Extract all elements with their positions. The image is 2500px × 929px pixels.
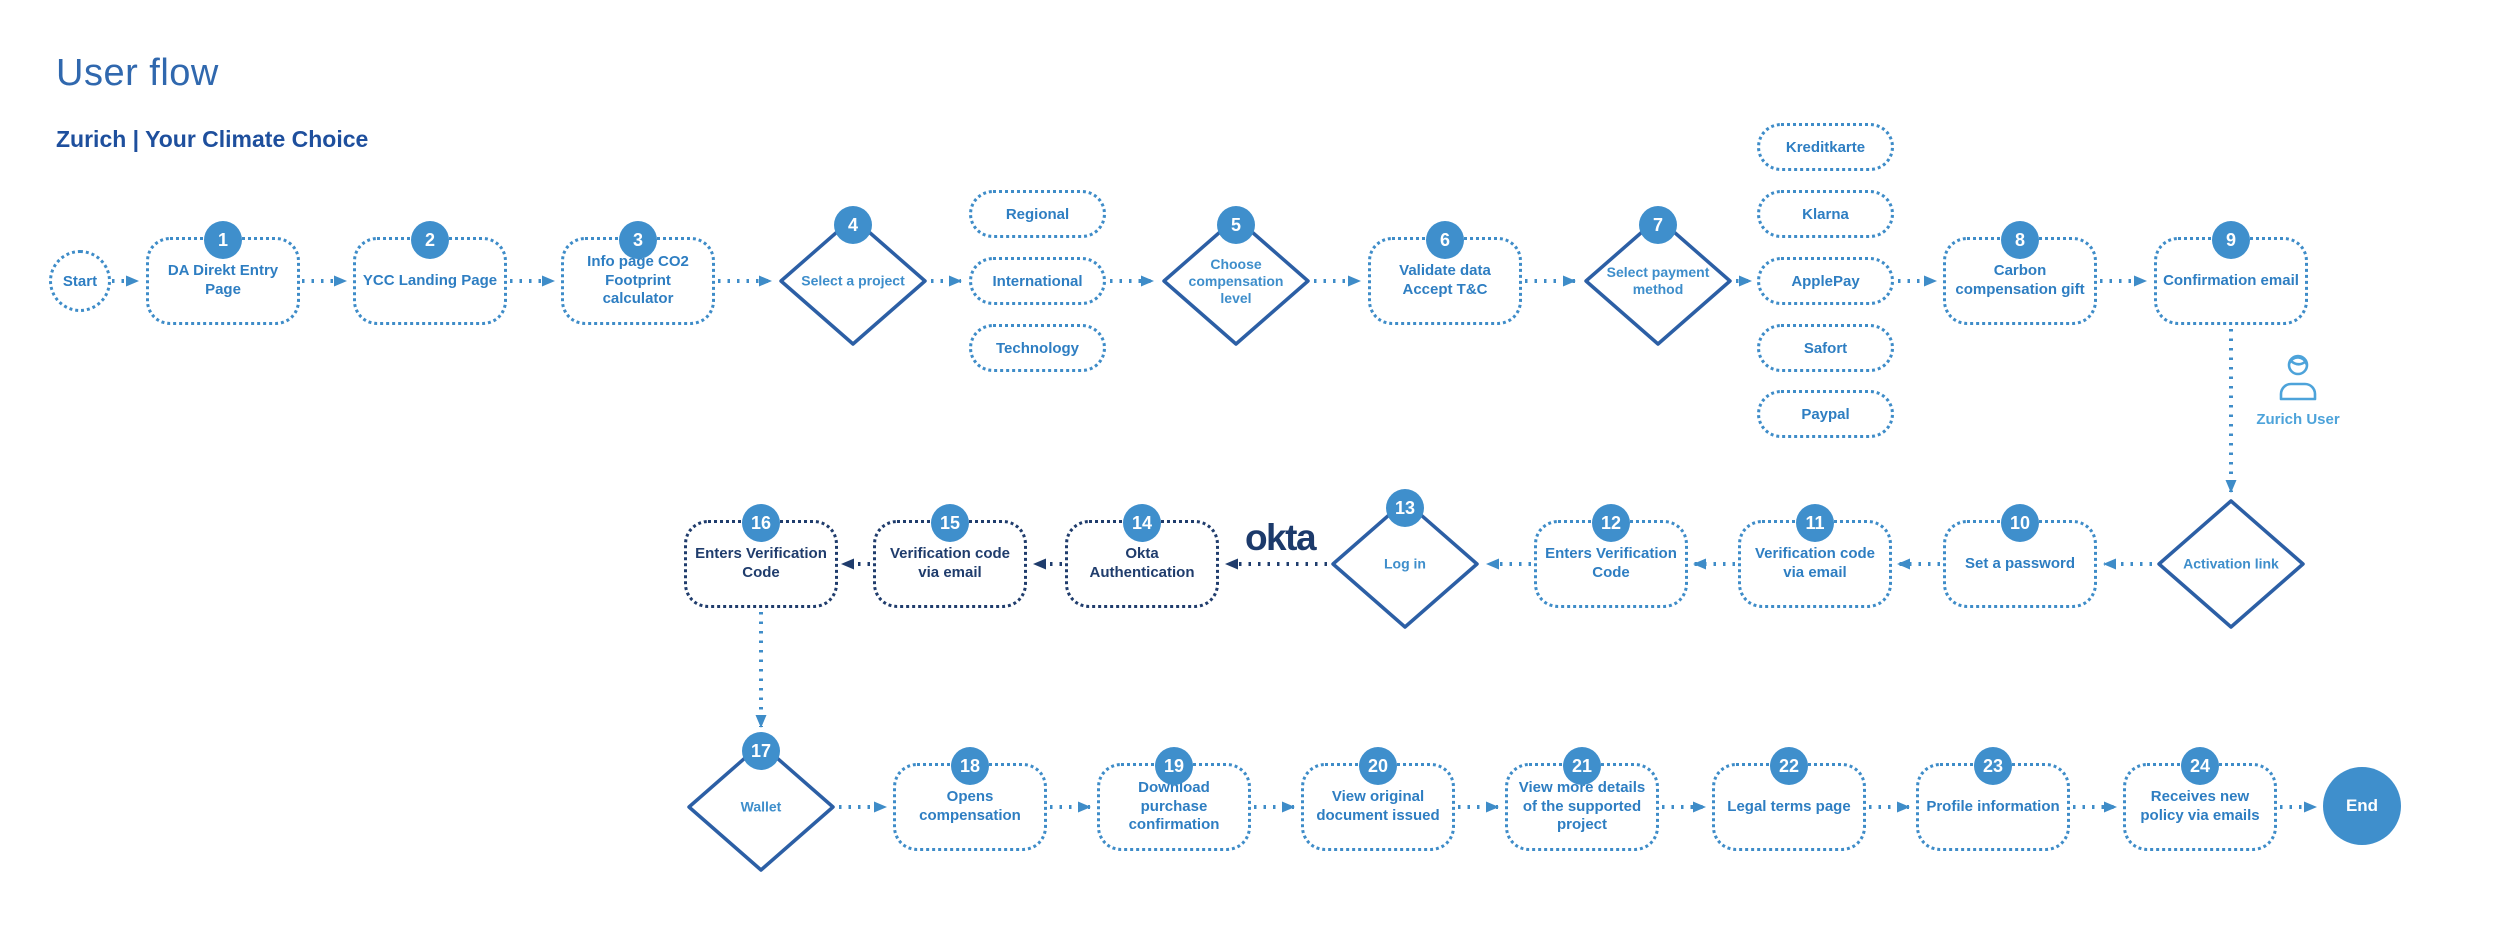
step-22-node: 22 Legal terms page [1712, 747, 1866, 851]
decision-13-label: Log in [1384, 555, 1426, 572]
step-14-node: 14 Okta Authentication [1065, 504, 1219, 608]
end-node: End [2323, 767, 2401, 845]
step-20-label: View original document issued [1316, 788, 1440, 824]
decision-5-badge: 5 [1217, 206, 1255, 244]
step-9-node: 9 Confirmation email [2154, 221, 2308, 325]
step-10-badge: 10 [2001, 504, 2039, 542]
decision-5-node: 5 Choose compensation level [1161, 206, 1311, 347]
step-3-label: Info page CO2 Footprint calculator [587, 252, 689, 308]
step-15-badge: 15 [931, 504, 969, 542]
step-14-label: Okta Authentication [1089, 545, 1195, 581]
zurich-user-label: Zurich User [2256, 411, 2340, 428]
step-1-node: 1 DA Direkt Entry Page [146, 221, 300, 325]
step-10-label: Set a password [1964, 554, 2076, 572]
step-9-label: Confirmation email [2163, 271, 2299, 289]
decision-7-badge: 7 [1639, 206, 1677, 244]
step-16-badge: 16 [742, 504, 780, 542]
payment-option-safort: Safort [1757, 324, 1894, 372]
step-12-node: 12 Enters Verification Code [1534, 504, 1688, 608]
step-12-badge: 12 [1592, 504, 1630, 542]
step-16-node: 16 Enters Verification Code [684, 504, 838, 608]
project-option-international: International [969, 257, 1106, 305]
step-18-badge: 18 [951, 747, 989, 785]
step-19-label: Download purchase confirmation [1128, 778, 1220, 834]
light-blue-connectors [112, 275, 2317, 813]
activation-link-label: Activation link [2183, 555, 2279, 572]
step-18-label: Opens compensation [919, 788, 1021, 824]
start-label: Start [62, 272, 98, 290]
step-2-node: 2 YCC Landing Page [353, 221, 507, 325]
payment-option-klarna: Klarna [1757, 190, 1894, 238]
step-11-badge: 11 [1796, 504, 1834, 542]
decision-13-node: 13 Log in [1330, 489, 1480, 630]
start-node: Start [49, 250, 111, 312]
step-3-node: 3 Info page CO2 Footprint calculator [561, 221, 715, 325]
step-3-badge: 3 [619, 221, 657, 259]
step-22-badge: 22 [1770, 747, 1808, 785]
step-21-label: View more details of the supported proje… [1518, 778, 1646, 834]
step-18-node: 18 Opens compensation [893, 747, 1047, 851]
decision-4-label: Select a project [801, 272, 905, 289]
step-15-label: Verification code via email [889, 545, 1011, 581]
step-12-label: Enters Verification Code [1545, 545, 1677, 581]
step-6-badge: 6 [1426, 221, 1464, 259]
step-15-node: 15 Verification code via email [873, 504, 1027, 608]
step-23-badge: 23 [1974, 747, 2012, 785]
step-23-label: Profile information [1926, 797, 2060, 815]
step-8-label: Carbon compensation gift [1955, 262, 2085, 298]
step-8-node: 8 Carbon compensation gift [1943, 221, 2097, 325]
step-21-badge: 21 [1563, 747, 1601, 785]
project-option-regional: Regional [969, 190, 1106, 238]
step-14-badge: 14 [1123, 504, 1161, 542]
step-6-label: Validate data Accept T&C [1399, 262, 1491, 298]
step-24-label: Receives new policy via emails [2140, 788, 2260, 824]
payment-option-paypal: Paypal [1757, 390, 1894, 438]
payment-option-kreditkarte: Kreditkarte [1757, 123, 1894, 171]
payment-option-applepay: ApplePay [1757, 257, 1894, 305]
step-6-node: 6 Validate data Accept T&C [1368, 221, 1522, 325]
decision-17-node: 17 Wallet [686, 732, 836, 873]
step-24-node: 24 Receives new policy via emails [2123, 747, 2277, 851]
step-11-label: Verification code via email [1754, 545, 1876, 581]
step-24-badge: 24 [2181, 747, 2219, 785]
step-8-badge: 8 [2001, 221, 2039, 259]
step-20-badge: 20 [1359, 747, 1397, 785]
okta-logo: okta [1244, 517, 1317, 558]
end-label: End [2345, 796, 2379, 815]
decision-5-label: Choose compensation level [1188, 255, 1284, 306]
step-2-label: YCC Landing Page [362, 271, 498, 289]
project-option-technology: Technology [969, 324, 1106, 372]
step-21-node: 21 View more details of the supported pr… [1505, 747, 1659, 851]
step-10-node: 10 Set a password [1943, 504, 2097, 608]
decision-7-label: Select payment method [1606, 264, 1710, 297]
page-subtitle: Zurich | Your Climate Choice [56, 126, 369, 152]
step-2-badge: 2 [411, 221, 449, 259]
step-19-node: 19 Download purchase confirmation [1097, 747, 1251, 851]
activation-link-node: Activation link [2156, 498, 2306, 630]
step-22-label: Legal terms page [1727, 797, 1851, 815]
decision-7-node: 7 Select payment method [1583, 206, 1733, 347]
decision-4-badge: 4 [834, 206, 872, 244]
zurich-user-icon [2279, 354, 2317, 401]
decision-13-badge: 13 [1386, 489, 1424, 527]
step-9-badge: 9 [2212, 221, 2250, 259]
step-19-badge: 19 [1155, 747, 1193, 785]
decision-17-label: Wallet [740, 798, 782, 815]
zurich-user: Zurich User [2238, 352, 2358, 428]
step-1-label: DA Direkt Entry Page [167, 262, 279, 298]
step-11-node: 11 Verification code via email [1738, 504, 1892, 608]
step-1-badge: 1 [204, 221, 242, 259]
page-title: User flow [56, 52, 219, 94]
step-20-node: 20 View original document issued [1301, 747, 1455, 851]
step-16-label: Enters Verification Code [695, 545, 827, 581]
decision-17-badge: 17 [742, 732, 780, 770]
decision-4-node: 4 Select a project [778, 206, 928, 347]
step-23-node: 23 Profile information [1916, 747, 2070, 851]
